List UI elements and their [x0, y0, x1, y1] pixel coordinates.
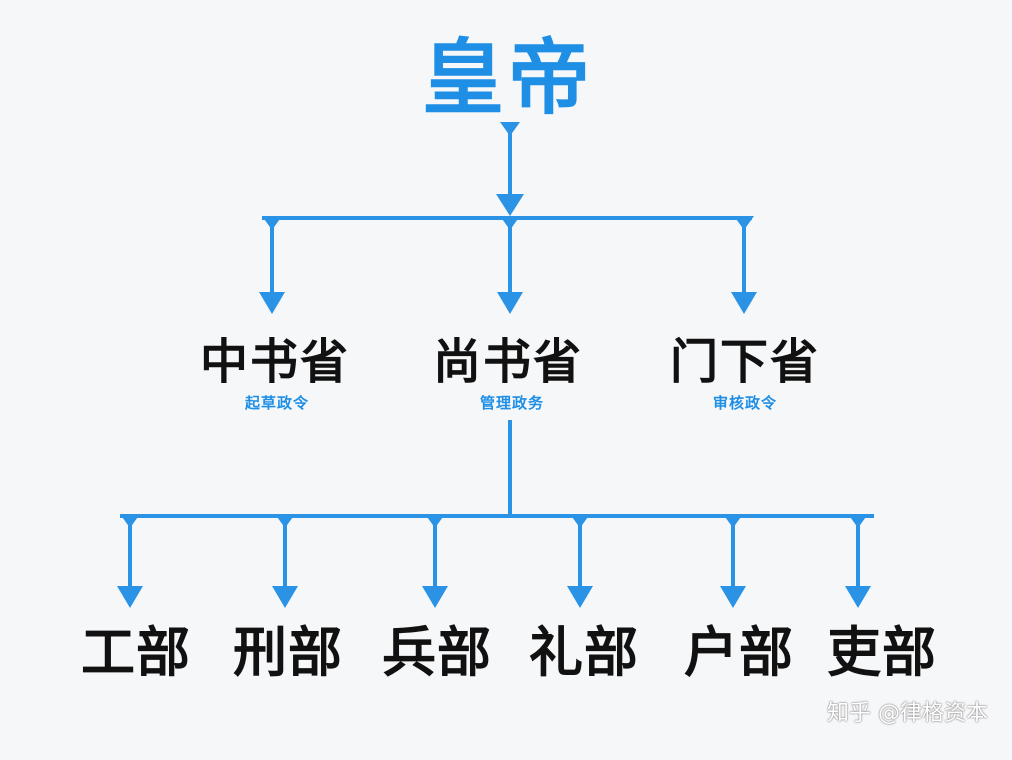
- ministry-rites-label: 礼部: [529, 621, 639, 684]
- upper-arrow-2: [731, 292, 757, 314]
- menxia-sheng-duty: 审核政令: [712, 394, 778, 412]
- shangshu-sheng-duty: 管理政务: [479, 394, 545, 412]
- lower-arrow-1: [272, 586, 298, 608]
- lower-arrow-2: [422, 586, 448, 608]
- ministry-works-label: 工部: [81, 621, 191, 684]
- ministry-revenue-label: 户部: [684, 621, 794, 684]
- shangshu-sheng-label: 尚书省: [432, 334, 584, 390]
- zhongshu-sheng-duty: 起草政令: [244, 394, 310, 412]
- lower-arrow-3: [567, 586, 593, 608]
- emperor-label: 皇帝: [421, 31, 595, 126]
- emperor-stem-arrow: [496, 194, 524, 216]
- watermark-text: 知乎 @律格资本: [827, 701, 988, 726]
- lower-arrow-5: [845, 586, 871, 608]
- zhongshu-sheng-label: 中书省: [199, 334, 351, 390]
- upper-arrow-1: [497, 292, 523, 314]
- ministry-personnel-label: 吏部: [827, 621, 937, 684]
- ministry-justice-label: 刑部: [233, 621, 343, 684]
- upper-arrow-0: [259, 292, 285, 314]
- lower-arrow-4: [720, 586, 746, 608]
- lower-arrow-0: [117, 586, 143, 608]
- ministry-war-label: 兵部: [382, 621, 492, 684]
- menxia-sheng-label: 门下省: [669, 334, 821, 390]
